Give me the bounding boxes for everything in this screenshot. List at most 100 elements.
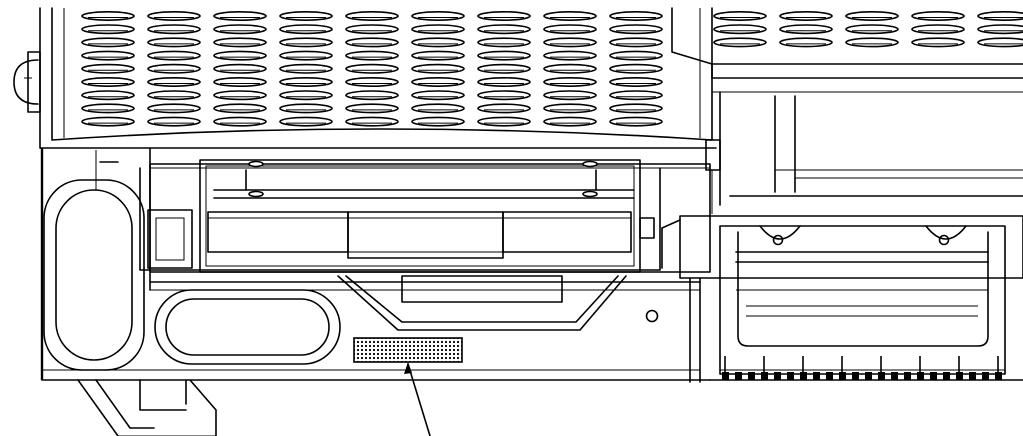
bracket-teeth	[722, 356, 1002, 380]
support-feet	[77, 379, 217, 436]
vent-slot	[147, 50, 201, 61]
vent-slot	[543, 50, 597, 61]
vent-slot	[81, 63, 135, 74]
vent-slot	[477, 103, 531, 114]
vent-slot	[543, 37, 597, 48]
vent-slot	[609, 90, 663, 101]
vent-slot	[279, 103, 333, 114]
bracket-tooth	[761, 372, 768, 380]
vent-slot	[713, 37, 767, 48]
vent-slot	[147, 77, 201, 88]
vent-slot	[345, 11, 399, 21]
left-vent-grid	[81, 11, 663, 127]
vent-slot	[609, 37, 663, 48]
vent-slot	[845, 37, 899, 48]
vent-slot	[81, 77, 135, 88]
vent-slot	[779, 37, 833, 48]
tray-latch	[705, 139, 721, 214]
vent-slot	[609, 63, 663, 74]
vent-slot	[213, 77, 267, 88]
vent-slot	[345, 103, 399, 114]
center-tray	[139, 159, 711, 273]
vent-slot	[81, 103, 135, 114]
vent-slot	[411, 63, 465, 74]
right-vent-grid	[713, 11, 1023, 48]
vent-slot	[609, 116, 663, 127]
bracket-tooth	[735, 372, 742, 380]
vent-slot	[477, 24, 531, 35]
vent-slot	[713, 24, 767, 35]
vent-slot	[543, 90, 597, 101]
vent-slot	[977, 37, 1023, 48]
vent-slot	[977, 11, 1023, 21]
bracket-tooth	[956, 372, 963, 380]
bracket-tooth	[722, 372, 729, 380]
bracket-tooth	[943, 372, 950, 380]
vent-slot	[279, 24, 333, 35]
bracket-tooth	[930, 372, 937, 380]
vent-slot	[213, 50, 267, 61]
vent-slot	[477, 77, 531, 88]
bottom-horizontal-slot	[154, 289, 341, 365]
vent-slot	[609, 77, 663, 88]
vent-slot	[81, 11, 135, 21]
vent-slot	[543, 63, 597, 74]
vent-slot	[279, 90, 333, 101]
bracket-tooth	[969, 372, 976, 380]
vent-slot	[279, 50, 333, 61]
vent-slot	[81, 24, 135, 35]
vent-slot	[911, 24, 965, 35]
vent-slot	[81, 37, 135, 48]
vent-slot	[411, 90, 465, 101]
vent-slot	[81, 50, 135, 61]
bracket-tooth	[917, 372, 924, 380]
vent-slot	[345, 63, 399, 74]
vent-slot	[543, 116, 597, 127]
vent-slot	[543, 24, 597, 35]
vent-slot	[977, 24, 1023, 35]
vent-slot	[345, 50, 399, 61]
vent-slot	[779, 24, 833, 35]
vent-slot	[213, 90, 267, 101]
bracket-tooth	[865, 372, 872, 380]
vent-slot	[213, 116, 267, 127]
bracket-tooth	[787, 372, 794, 380]
vent-slot	[213, 37, 267, 48]
vent-slot	[609, 11, 663, 21]
vent-slot	[609, 103, 663, 114]
vent-slot	[147, 90, 201, 101]
bracket-tooth	[995, 372, 1002, 380]
left-vertical-slot	[43, 179, 145, 371]
vent-slot	[81, 90, 135, 101]
vent-slot	[609, 24, 663, 35]
vent-slot	[147, 24, 201, 35]
vent-slot	[477, 11, 531, 21]
vent-slot	[477, 63, 531, 74]
bracket-tooth	[904, 372, 911, 380]
vent-slot	[345, 90, 399, 101]
bracket-tooth	[800, 372, 807, 380]
bracket-tooth	[826, 372, 833, 380]
vent-slot	[713, 11, 767, 21]
vent-slot	[279, 116, 333, 127]
vent-slot	[779, 11, 833, 21]
right-perforated-cover	[671, 7, 1023, 93]
bracket-tooth	[774, 372, 781, 380]
vent-slot	[279, 37, 333, 48]
bracket-tooth	[982, 372, 989, 380]
chassis-body	[40, 147, 711, 381]
vent-slot	[543, 103, 597, 114]
vent-slot	[345, 77, 399, 88]
vent-slot	[411, 50, 465, 61]
vent-slot	[477, 37, 531, 48]
vent-slot	[279, 11, 333, 21]
label-plate	[353, 337, 463, 363]
vent-slot	[147, 103, 201, 114]
bracket-tooth	[813, 372, 820, 380]
vent-slot	[279, 63, 333, 74]
vent-slot	[213, 24, 267, 35]
lower-housing	[337, 275, 627, 331]
vent-slot	[477, 50, 531, 61]
